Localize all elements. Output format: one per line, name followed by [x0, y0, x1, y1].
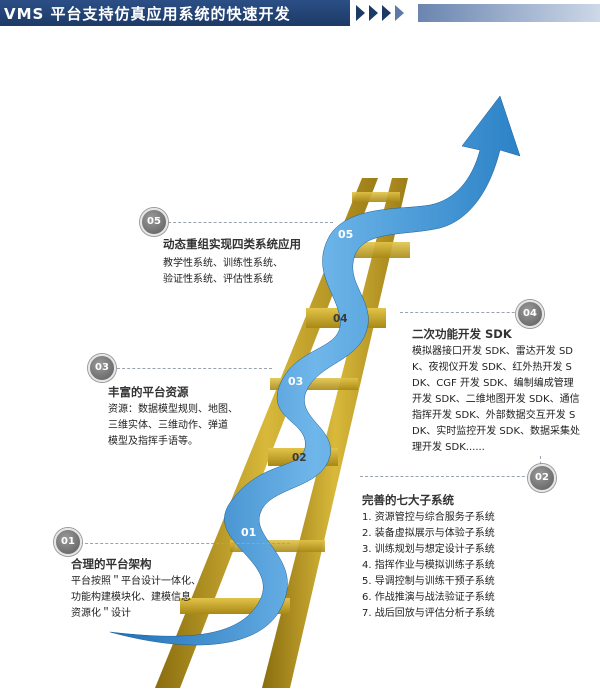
- section-line: 功能构建模块化、建模信息: [71, 592, 191, 603]
- header-gradient-bar: [418, 4, 600, 22]
- rung-step-number: 02: [292, 452, 307, 464]
- section-line: 5. 导调控制与训练干预子系统: [362, 576, 495, 587]
- section-body: 平台按照＂平台设计一体化、 功能构建模块化、建模信息 资源化＂设计: [71, 574, 201, 622]
- header-banner: VMS 平台支持仿真应用系统的快速开发: [0, 0, 600, 26]
- section-body: 教学性系统、训练性系统、 验证性系统、评估性系统: [163, 256, 283, 288]
- ribbon-step-number: 05: [338, 228, 354, 241]
- chevron-icon: [356, 5, 365, 21]
- section-badge-03: 03: [88, 354, 116, 382]
- chevron-icon: [382, 5, 391, 21]
- ribbon-step-number: 01: [241, 526, 257, 539]
- growth-ribbon: [109, 95, 521, 646]
- section-line: 4. 指挥作业与模拟训练子系统: [362, 560, 495, 571]
- section-line: 验证性系统、评估性系统: [163, 274, 273, 285]
- section-title: 丰富的平台资源: [108, 385, 189, 399]
- section-line: 三维实体、三维动作、弹道: [108, 420, 228, 431]
- header-bar: [0, 0, 350, 26]
- chevron-icon: [369, 5, 378, 21]
- connector-line: [400, 312, 530, 313]
- section-title: 动态重组实现四类系统应用: [163, 237, 301, 251]
- section-line: 模拟器接口开发 SDK、雷达开发 SD: [412, 346, 574, 357]
- section-line: 资源：数据模型规则、地图、: [108, 404, 238, 415]
- page-title: VMS 平台支持仿真应用系统的快速开发: [4, 5, 291, 23]
- section-body: 资源：数据模型规则、地图、 三维实体、三维动作、弹道 模型及指挥手语等。: [108, 402, 238, 450]
- ribbon-step-number: 03: [288, 375, 304, 388]
- section-line: 3. 训练规划与想定设计子系统: [362, 544, 495, 555]
- section-line: 2. 装备虚拟展示与体验子系统: [362, 528, 495, 539]
- connector-line: [163, 222, 333, 223]
- chevron-icon: [395, 5, 404, 21]
- section-line: 理开发 SDK......: [412, 442, 485, 453]
- ladder-left-rail: [155, 178, 378, 688]
- connector-line: [360, 476, 540, 477]
- section-line: DK、实时监控开发 SDK、数据采集处: [412, 426, 581, 437]
- section-line: 平台按照＂平台设计一体化、: [71, 576, 201, 587]
- section-line: 模型及指挥手语等。: [108, 436, 198, 447]
- section-line: 资源化＂设计: [71, 608, 131, 619]
- section-title: 二次功能开发 SDK: [412, 327, 512, 341]
- section-title: 合理的平台架构: [71, 557, 152, 571]
- section-line: K、夜视仪开发 SDK、红外热开发 S: [412, 362, 572, 373]
- connector-line: [80, 543, 290, 544]
- section-line: 6. 作战推演与战法验证子系统: [362, 592, 495, 603]
- section-line: 指挥开发 SDK、外部数据交互开发 S: [412, 410, 576, 421]
- section-body: 1. 资源管控与综合服务子系统 2. 装备虚拟展示与体验子系统 3. 训练规划与…: [362, 510, 495, 622]
- rung-step-number: 04: [333, 313, 348, 325]
- section-line: 7. 战后回放与评估分析子系统: [362, 608, 495, 619]
- connector-line: [112, 368, 272, 369]
- section-title: 完善的七大子系统: [362, 493, 454, 507]
- section-line: DK、CGF 开发 SDK、编制编成管理: [412, 378, 574, 389]
- section-line: 1. 资源管控与综合服务子系统: [362, 512, 495, 523]
- section-badge-02: 02: [528, 464, 556, 492]
- section-line: 开发 SDK、二维地图开发 SDK、通信: [412, 394, 580, 405]
- ladder-right-rail: [262, 178, 408, 688]
- section-badge-05: 05: [140, 208, 168, 236]
- section-badge-01: 01: [54, 528, 82, 556]
- section-line: 教学性系统、训练性系统、: [163, 258, 283, 269]
- section-badge-04: 04: [516, 300, 544, 328]
- section-body: 模拟器接口开发 SDK、雷达开发 SD K、夜视仪开发 SDK、红外热开发 S …: [412, 344, 580, 456]
